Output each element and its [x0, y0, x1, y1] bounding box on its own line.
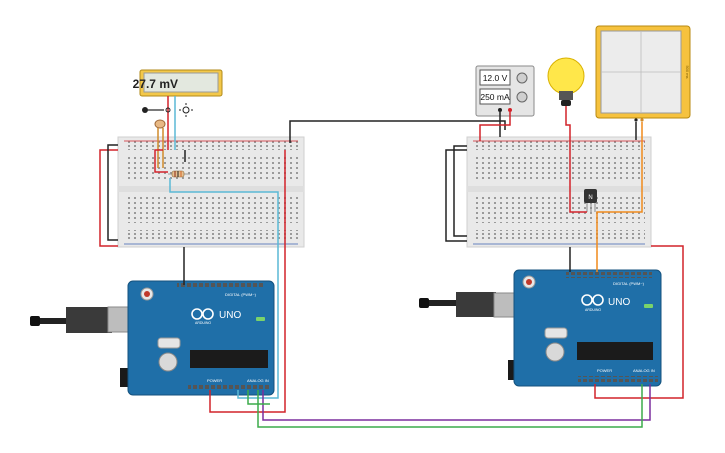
multimeter[interactable]: 27.7 mV [133, 69, 223, 97]
resistor[interactable] [168, 170, 190, 178]
current-display: 250 mA [480, 92, 510, 102]
arduino-left-brand: ARDUINO [195, 321, 211, 325]
arduino-left[interactable]: UNO ARDUINO DIGITAL (PWM~) POWER ANALOG … [30, 280, 275, 396]
light-bulb[interactable] [547, 57, 585, 106]
arduino-right-analog-label: ANALOG IN [633, 368, 655, 373]
breadboard-right[interactable] [466, 136, 652, 248]
photoresistor[interactable] [154, 119, 166, 168]
arduino-right-power-label: POWER [597, 368, 612, 373]
transistor[interactable]: N [584, 189, 597, 212]
arduino-logo-icon [191, 308, 214, 320]
arduino-left-power-label: POWER [207, 378, 222, 383]
arduino-left-model: UNO [219, 310, 241, 321]
transistor-label: N [588, 195, 592, 201]
power-supply[interactable]: 12.0 V 250 mA [475, 65, 535, 117]
arduino-left-digital-label: DIGITAL (PWM~) [225, 292, 257, 297]
arduino-right[interactable]: UNO ARDUINO DIGITAL (PWM~) POWER ANALOG … [419, 269, 662, 387]
wires[interactable] [99, 106, 684, 428]
arduino-left-analog-label: ANALOG IN [247, 378, 269, 383]
arduino-right-brand: ARDUINO [585, 308, 601, 312]
arduino-logo-icon [581, 294, 604, 306]
voltage-display: 12.0 V [483, 73, 508, 83]
arduino-right-model: UNO [608, 297, 630, 308]
arduino-right-digital-label: DIGITAL (PWM~) [613, 281, 645, 286]
oscilloscope[interactable]: 500 ms [595, 25, 691, 122]
oscilloscope-time-label: 500 ms [685, 65, 690, 78]
multimeter-reading: 27.7 mV [133, 77, 178, 91]
sun-icon [179, 103, 193, 117]
temperature-sensor-icon [142, 107, 171, 113]
